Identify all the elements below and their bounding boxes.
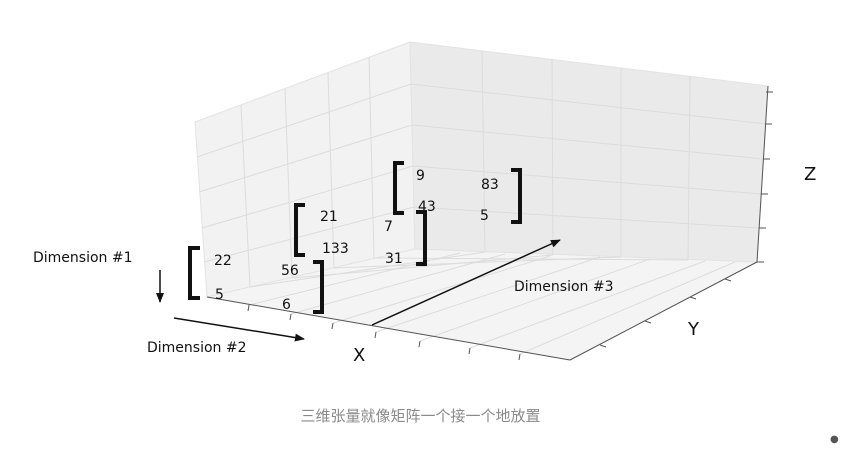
matrix-1-cell: 56 [281, 263, 299, 279]
matrix-2-left-bracket [294, 203, 305, 257]
matrix-1-left-bracket [188, 246, 200, 300]
dimension-2-label: Dimension #2 [147, 340, 247, 356]
matrix-2-cell: 31 [385, 251, 403, 267]
dimension-2-arrow [173, 317, 305, 342]
matrix-2-cell: 133 [322, 241, 349, 257]
x-axis-label: X [353, 345, 365, 366]
matrix-1-cell: 22 [214, 253, 232, 269]
back-wall-pane [409, 41, 769, 263]
matrix-1-cell: 5 [215, 287, 224, 303]
dimension-1-label: Dimension #1 [33, 250, 133, 266]
matrix-2-cell: 21 [320, 209, 338, 225]
matrix-3-right-bracket [511, 168, 522, 224]
matrix-3-cell: 43 [418, 199, 436, 215]
tick-marks [247, 91, 773, 361]
matrix-2-cell: 7 [384, 219, 393, 235]
matrix-1-cell: 6 [282, 297, 291, 313]
figure-caption: 三维张量就像矩阵一个接一个地放置 [300, 407, 541, 425]
matrix-3-cell: 83 [481, 177, 499, 193]
z-axis-label: Z [804, 164, 816, 185]
matrix-1-right-bracket [313, 260, 324, 314]
matrix-3: 9 83 43 5 [393, 161, 522, 224]
y-axis-label: Y [687, 319, 700, 340]
left-wall-grid [196, 56, 415, 288]
matrix-3-cell: 5 [480, 208, 489, 224]
matrix-1: 22 56 5 6 [188, 246, 324, 314]
matrix-2-right-bracket [416, 210, 427, 266]
floor-grid [248, 251, 736, 355]
matrix-2: 21 7 133 31 [294, 203, 427, 267]
axis-edges [206, 85, 769, 361]
matrix-3-left-bracket [393, 161, 404, 215]
back-wall-grid [410, 50, 767, 261]
corner-dot-icon: ● [830, 434, 839, 445]
matrix-3-cell: 9 [416, 168, 425, 184]
dimension-3-arrow [371, 239, 561, 326]
dimension-3-label: Dimension #3 [514, 279, 614, 295]
